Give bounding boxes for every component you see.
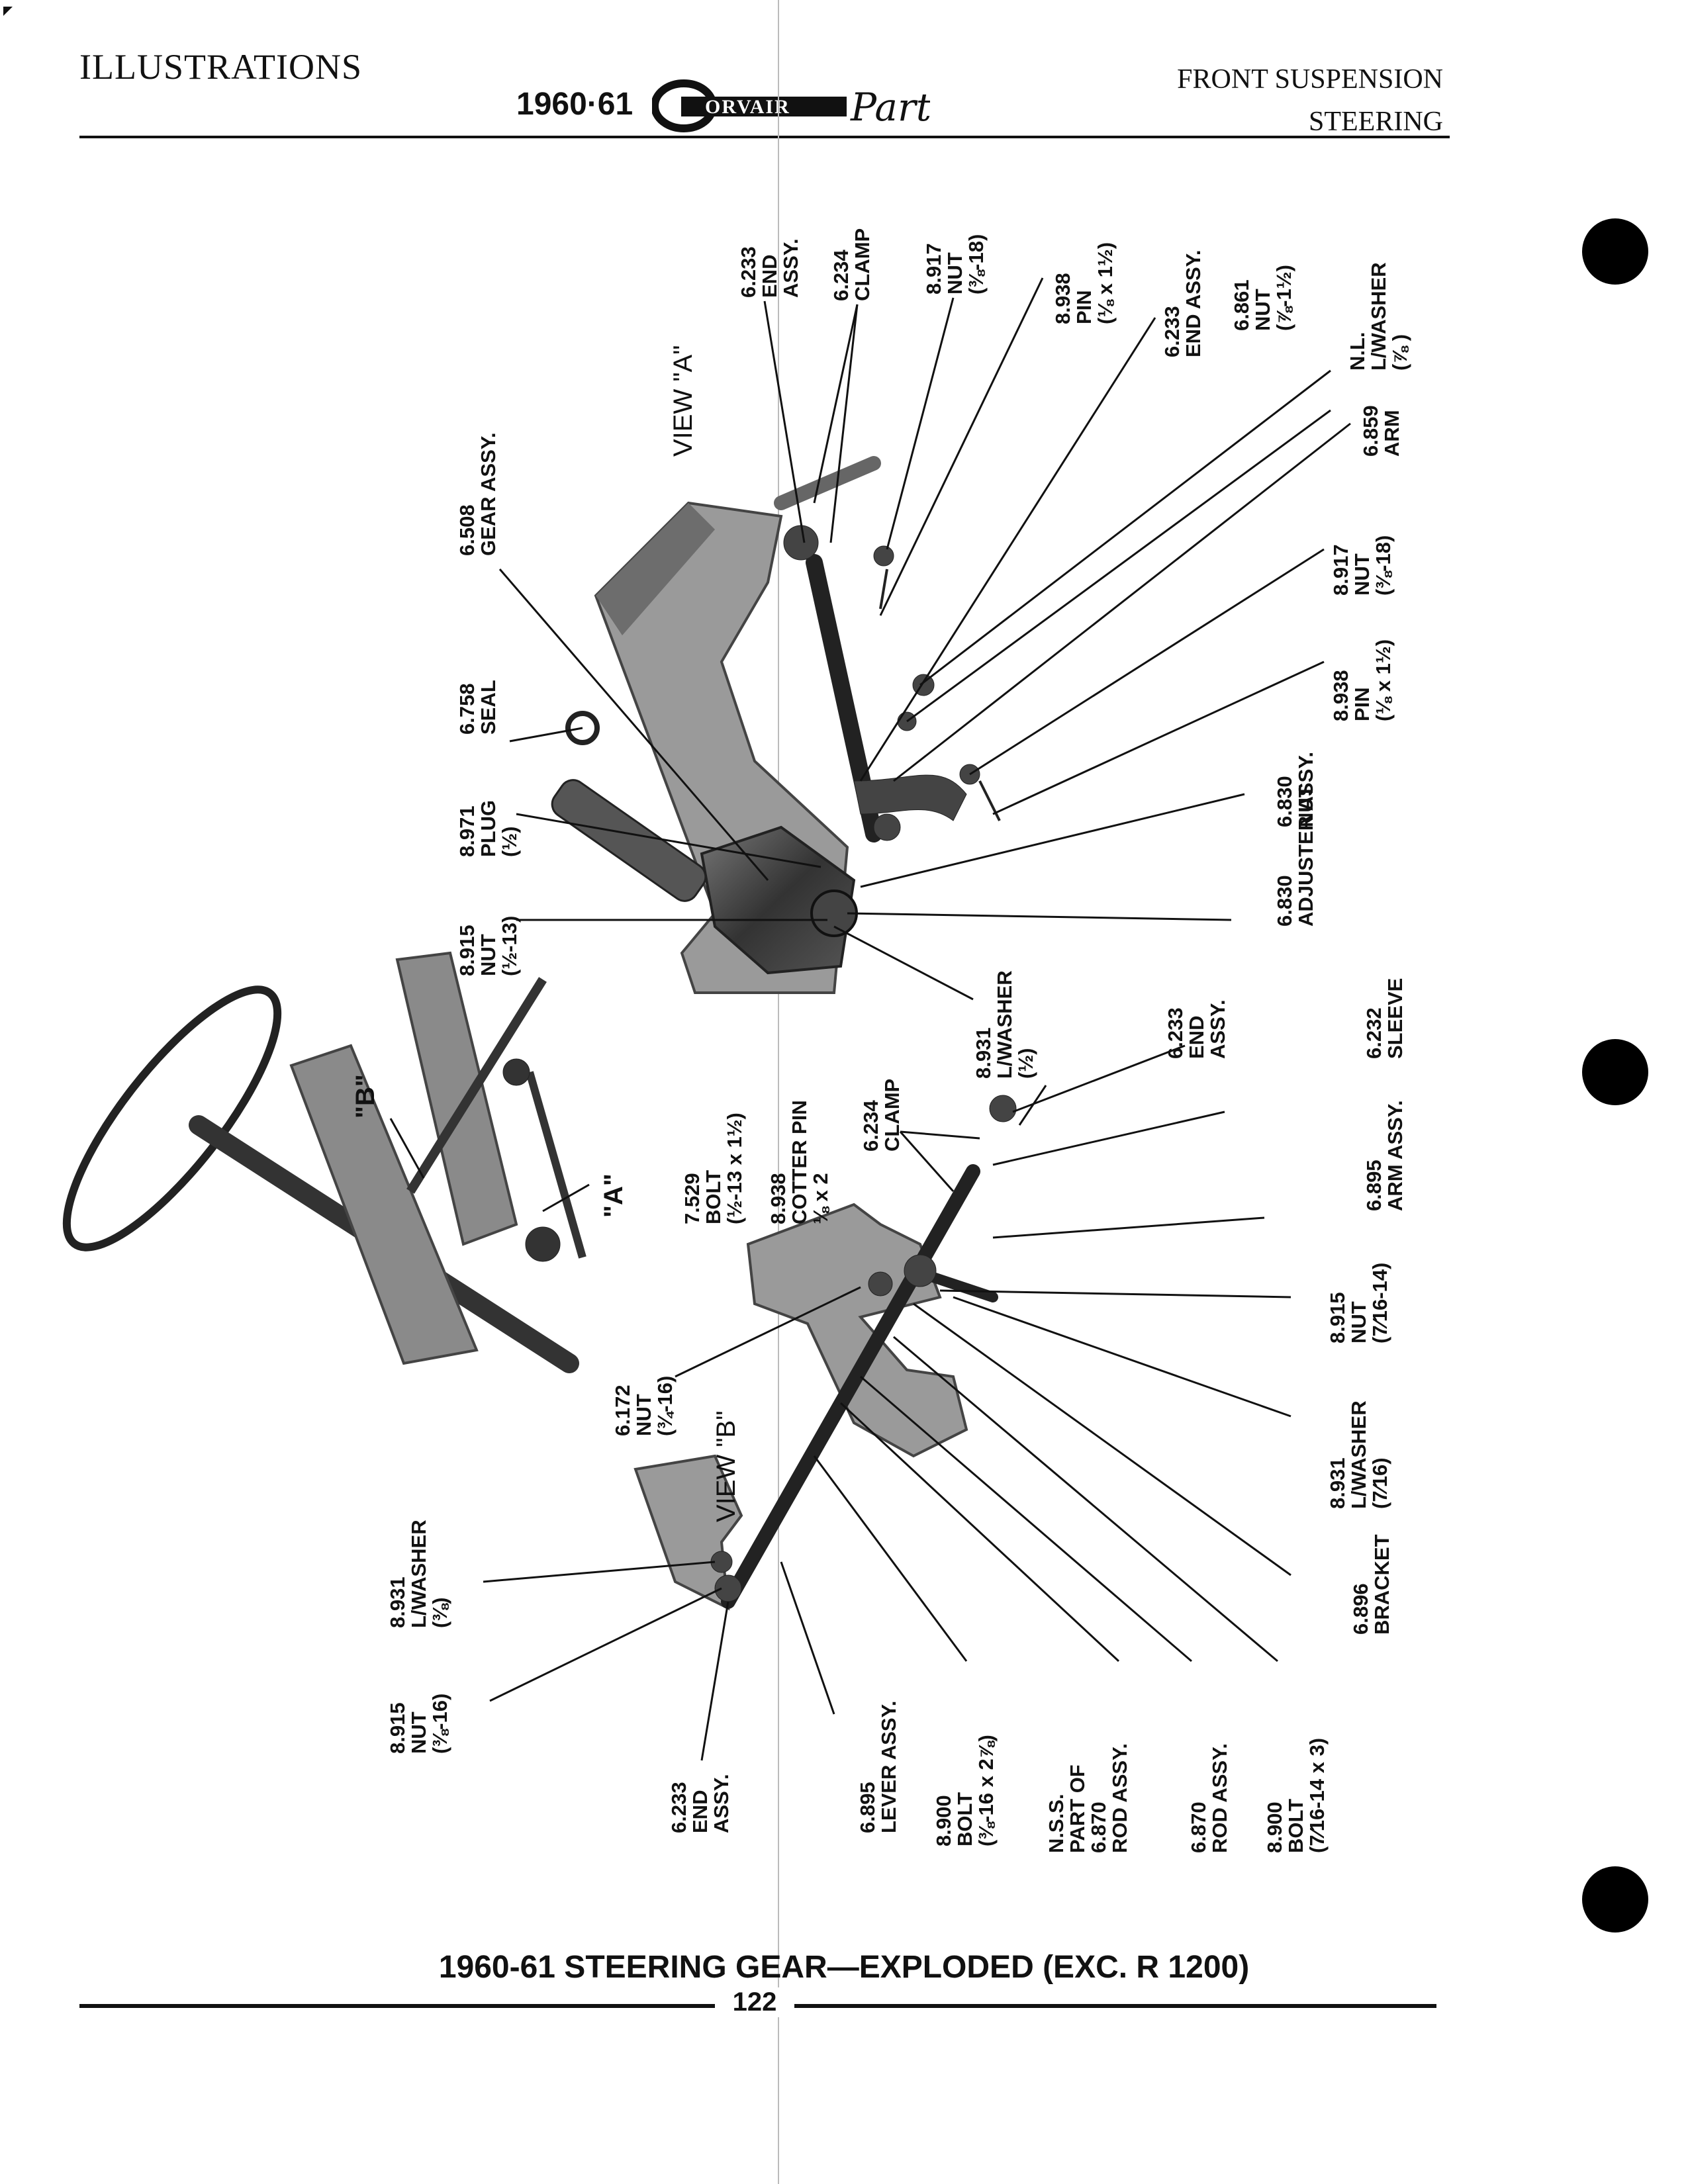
steering-column-overview [62, 951, 586, 1373]
figure-caption: 1960-61 STEERING GEAR—EXPLODED (EXC. R 1… [438, 1950, 1250, 1985]
scan-corner-mark [3, 7, 13, 16]
view-a-title: VIEW "A" [669, 345, 698, 457]
corvair-parts-logo: ORVAIR Parts [651, 73, 951, 139]
footer-rule-left [79, 2004, 715, 2008]
punch-hole-middle [1582, 1039, 1648, 1105]
steering-gear-housing [551, 711, 858, 975]
catalog-year: 1960·61 [516, 87, 633, 122]
view-a-linkage [774, 456, 1001, 842]
scan-fold-line [778, 0, 779, 2184]
page-number: 122 [728, 1987, 781, 2017]
view-a-marker: "A" [599, 1173, 628, 1218]
svg-text:ORVAIR: ORVAIR [705, 96, 790, 118]
footer-rule-right [794, 2004, 1436, 2008]
section-title-line1: FRONT SUSPENSION [1177, 64, 1443, 95]
section-header: ILLUSTRATIONS [79, 47, 362, 87]
header-rule [79, 136, 1450, 138]
punch-hole-top [1582, 218, 1648, 285]
part-label: N.L.L/WASHER(⅞ ) [1346, 262, 1411, 371]
section-title-line2: STEERING [1309, 107, 1443, 137]
view-b-title: VIEW "B" [712, 1410, 741, 1522]
punch-hole-bottom [1582, 1866, 1648, 1933]
callout-leader-lines [389, 277, 1351, 1761]
view-b-marker: "B" [351, 1074, 380, 1118]
